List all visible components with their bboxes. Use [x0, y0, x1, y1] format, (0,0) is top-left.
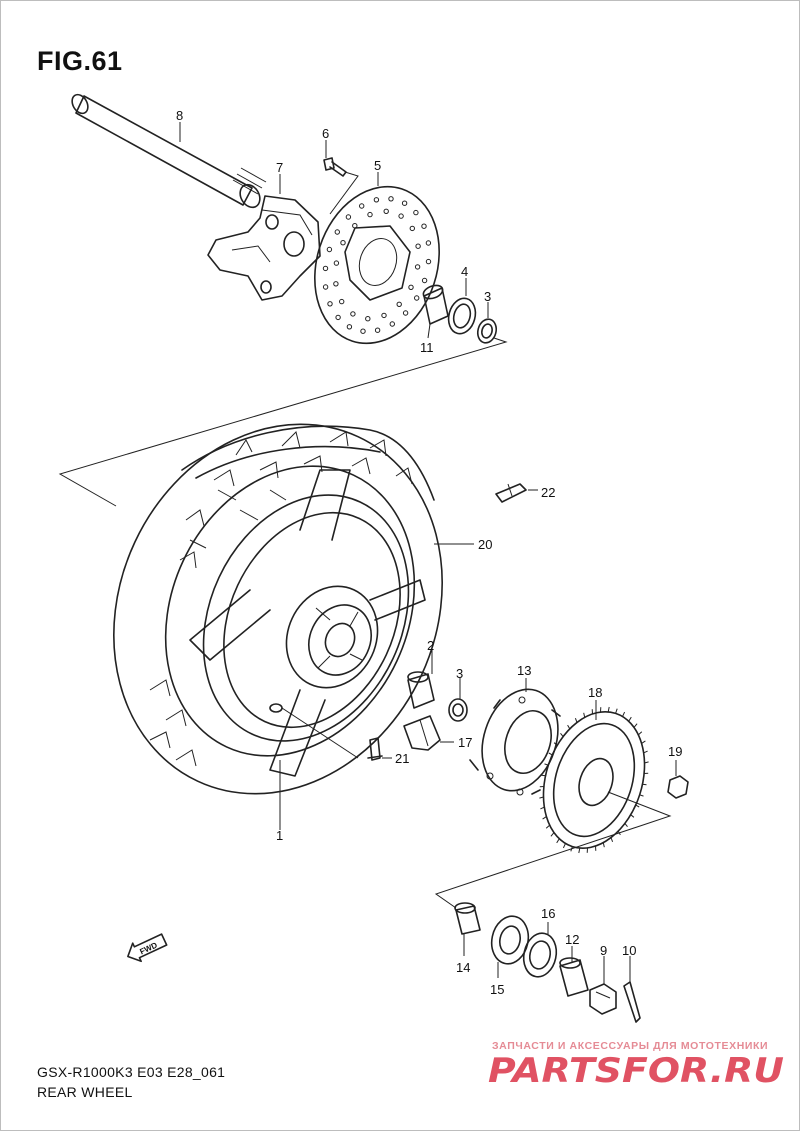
spacer-part-11	[422, 284, 449, 325]
axle-part-8	[71, 93, 267, 209]
callout-4: 4	[461, 264, 468, 279]
callout-10: 10	[622, 943, 636, 958]
callout-14: 14	[456, 960, 470, 975]
callout-21: 21	[395, 751, 409, 766]
callout-18: 18	[588, 685, 602, 700]
sprocket-part-18	[539, 706, 649, 854]
callout-8: 8	[176, 108, 183, 123]
valve-part-21	[367, 737, 383, 761]
brake-disc-part-5	[314, 185, 440, 345]
spacer-part-12	[559, 957, 589, 997]
spacer-part-14	[454, 902, 481, 935]
watermark-logo: PARTSFOR.RU	[488, 1051, 784, 1090]
figure-title: FIG.61	[37, 46, 123, 76]
callout-9: 9	[600, 943, 607, 958]
callout-7: 7	[276, 160, 283, 175]
disc-drill-holes	[322, 196, 432, 334]
callout-20: 20	[478, 537, 492, 552]
callout-3-lower: 3	[456, 666, 463, 681]
cotter-pin-part-10	[623, 981, 641, 1023]
section-name: REAR WHEEL	[37, 1084, 133, 1100]
callout-19: 19	[668, 744, 682, 759]
callout-1: 1	[276, 828, 283, 843]
sprocket-teeth	[539, 706, 649, 854]
damper-part-17	[403, 715, 441, 751]
oil-seal-part-4	[447, 297, 477, 335]
watermark-tagline: ЗАПЧАСТИ И АКСЕССУАРЫ ДЛЯ МОТОТЕХНИКИ	[492, 1040, 769, 1052]
bearing-part-3-upper	[476, 318, 498, 344]
bolt-part-6	[323, 157, 347, 177]
balance-weight-part-22	[495, 483, 527, 503]
leader-lines	[58, 122, 677, 984]
axle-nut-part-9	[589, 983, 617, 1015]
watermark-logo-text: PARTSFOR.RU	[488, 1051, 784, 1090]
callout-22: 22	[541, 485, 555, 500]
callout-16: 16	[541, 906, 555, 921]
callout-11: 11	[420, 340, 434, 355]
callout-6: 6	[322, 126, 329, 141]
tire-part-20	[149, 425, 435, 767]
callout-3-upper: 3	[484, 289, 491, 304]
bearing-part-3-lower	[448, 698, 468, 722]
rear-wheel-part-1	[113, 423, 443, 795]
spacer-part-2	[407, 671, 435, 709]
callout-2: 2	[427, 638, 434, 653]
callout-15: 15	[490, 982, 504, 997]
callout-12: 12	[565, 932, 579, 947]
fwd-arrow-badge: FWD	[127, 933, 168, 963]
caliper-bracket-part-7	[207, 195, 321, 301]
oil-seal-part-16	[522, 932, 558, 978]
model-code: GSX-R1000K3 E03 E28_061	[37, 1064, 226, 1080]
callout-numbers: 1 2 3 3 4 5 6 7 8 9 10 11 12 13 14 15 16…	[176, 108, 682, 997]
callout-17: 17	[458, 735, 472, 750]
tire-tread-pattern	[149, 431, 413, 767]
callout-13: 13	[517, 663, 531, 678]
bearing-part-15	[490, 915, 530, 965]
callout-5: 5	[374, 158, 381, 173]
nut-part-19	[667, 775, 689, 799]
